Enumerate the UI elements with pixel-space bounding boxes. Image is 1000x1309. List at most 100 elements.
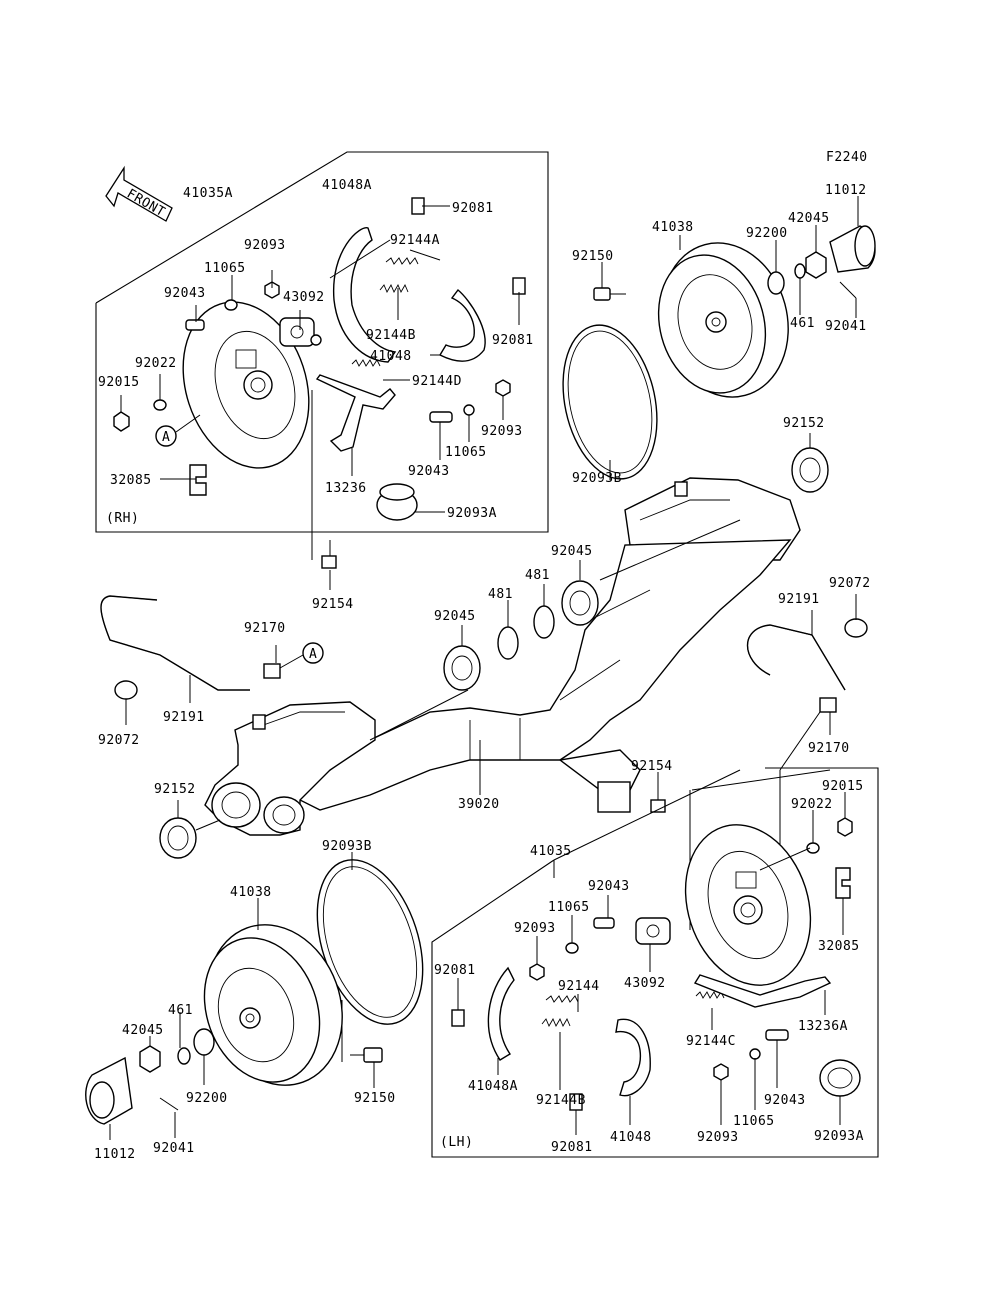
rh-nut-92015 bbox=[113, 411, 130, 432]
rh-label-6: 92043 bbox=[164, 286, 206, 301]
lh-label-15: 41048 bbox=[610, 1130, 652, 1145]
out-label-5: 461 bbox=[790, 316, 815, 331]
lh-label-19: 32085 bbox=[818, 939, 860, 954]
lh-spring-92144b bbox=[541, 1017, 571, 1028]
out-label-2: 92200 bbox=[746, 226, 788, 241]
lh-cotter-pin-92041 bbox=[159, 1097, 179, 1111]
out-label-28: 92150 bbox=[354, 1091, 396, 1106]
figure-code: F2240 bbox=[826, 150, 868, 165]
rh-washer-11065b bbox=[463, 404, 475, 416]
bushing-92152-top bbox=[791, 447, 829, 493]
rh-label-17: 32085 bbox=[110, 473, 152, 488]
rh-washer-92022 bbox=[153, 399, 167, 411]
bolt-92154-top bbox=[321, 540, 337, 569]
rh-bolt-92150 bbox=[593, 287, 626, 301]
lh-nut-42045 bbox=[139, 1045, 161, 1073]
lh-brake-shoe-rear bbox=[615, 1018, 651, 1097]
lh-assembly-box: (LH) bbox=[431, 767, 879, 1158]
rh-spring-92144d bbox=[351, 359, 381, 367]
out-label-22: 92154 bbox=[631, 759, 673, 774]
lh-nut-92015 bbox=[837, 817, 853, 837]
rh-label-12: 41048 bbox=[370, 349, 412, 364]
lh-drum-seal-ring-92093b bbox=[316, 859, 424, 1025]
out-label-13: 92072 bbox=[829, 576, 871, 591]
rh-label-15: 11065 bbox=[445, 445, 487, 460]
out-label-21: 39020 bbox=[458, 797, 500, 812]
rh-label-13: 92144D bbox=[412, 374, 462, 389]
callout-a-mid-text: A bbox=[309, 647, 317, 662]
rh-pin-92043 bbox=[185, 319, 205, 331]
out-label-7: 92093B bbox=[572, 471, 622, 486]
lh-label-2: 11065 bbox=[548, 900, 590, 915]
lh-washer-11065b bbox=[749, 1048, 761, 1060]
lh-label-17: 92022 bbox=[791, 797, 833, 812]
lh-brake-drum-41038 bbox=[203, 924, 343, 1086]
clamp-92170-right bbox=[819, 697, 837, 713]
breather-hose-92191-left bbox=[100, 595, 250, 691]
out-label-12: 481 bbox=[488, 587, 513, 602]
rh-wheel-cylinder bbox=[279, 317, 322, 347]
lh-label-13: 92093 bbox=[697, 1130, 739, 1145]
out-label-24: 41038 bbox=[230, 885, 272, 900]
rh-nut-92093b bbox=[495, 379, 511, 397]
lh-label-7: 41048A bbox=[468, 1079, 518, 1094]
rh-cotter-pin-92041 bbox=[839, 281, 857, 299]
rh-assembly-box: (RH) bbox=[95, 151, 549, 533]
lh-wheel-cylinder bbox=[635, 917, 671, 945]
lh-clip-92081-left bbox=[451, 1009, 465, 1027]
out-label-3: 42045 bbox=[788, 211, 830, 226]
rh-label-18: 13236 bbox=[325, 481, 367, 496]
lh-label-14: 92081 bbox=[551, 1140, 593, 1155]
lh-bracket-32085 bbox=[835, 867, 851, 899]
rh-spring-92144b bbox=[379, 283, 409, 294]
out-label-25: 461 bbox=[168, 1003, 193, 1018]
rh-spring-92144a bbox=[385, 257, 419, 265]
bearing-92045-left bbox=[443, 645, 481, 691]
out-label-17: 92170 bbox=[244, 621, 286, 636]
rh-label-5: 92144A bbox=[390, 233, 440, 248]
lh-label-5: 92144 bbox=[558, 979, 600, 994]
rh-drum-seal-ring-92093b bbox=[562, 324, 658, 480]
rh-label-3: 92093 bbox=[244, 238, 286, 253]
out-label-9: 92045 bbox=[551, 544, 593, 559]
lh-label-6: 43092 bbox=[624, 976, 666, 991]
lh-nut-92093 bbox=[529, 963, 545, 981]
out-label-8: 92152 bbox=[783, 416, 825, 431]
out-label-18: 92191 bbox=[163, 710, 205, 725]
rh-label-19: 92093A bbox=[447, 506, 497, 521]
bearing-92045-right bbox=[561, 580, 599, 626]
rh-label-2: 92081 bbox=[452, 201, 494, 216]
rh-pin-92043b bbox=[429, 411, 453, 423]
rh-washer-92200 bbox=[767, 271, 785, 295]
rh-label-14: 92093 bbox=[481, 424, 523, 439]
rh-brake-backing-plate bbox=[182, 301, 310, 469]
lh-bolt-92150 bbox=[350, 1047, 383, 1063]
circlip-481-right bbox=[533, 605, 555, 639]
lh-label-9: 92144C bbox=[686, 1034, 736, 1049]
front-arrow-text: FRONT bbox=[124, 186, 168, 220]
out-label-15: 92170 bbox=[808, 741, 850, 756]
rh-label-9: 92015 bbox=[98, 375, 140, 390]
circlip-481-left bbox=[497, 626, 519, 660]
out-label-27: 92200 bbox=[186, 1091, 228, 1106]
lh-label-4: 92081 bbox=[434, 963, 476, 978]
bushing-92152-left bbox=[159, 817, 197, 859]
front-arrow-icon: FRONT bbox=[105, 165, 173, 222]
out-label-26: 42045 bbox=[122, 1023, 164, 1038]
rh-washer-461 bbox=[794, 263, 806, 279]
out-label-23: 92093B bbox=[322, 839, 372, 854]
lh-label-11: 92043 bbox=[764, 1093, 806, 1108]
lh-hub-cap-11012 bbox=[85, 1056, 133, 1125]
rh-clip-92081-right bbox=[512, 277, 526, 295]
rh-seal-92093a bbox=[376, 483, 418, 521]
out-label-30: 92041 bbox=[153, 1141, 195, 1156]
callout-a-rh-text: A bbox=[162, 430, 170, 445]
rh-brake-shoe-rear bbox=[439, 288, 486, 362]
lh-seal-92093a bbox=[819, 1059, 861, 1097]
axle-leaders: 92152 92045 481 92045 481 92072 92191 92… bbox=[98, 390, 871, 930]
lh-washer-11065 bbox=[565, 942, 579, 954]
lh-label-0: 41035 bbox=[530, 844, 572, 859]
lh-spring-92144 bbox=[545, 995, 579, 1003]
lh-label-3: 92093 bbox=[514, 921, 556, 936]
